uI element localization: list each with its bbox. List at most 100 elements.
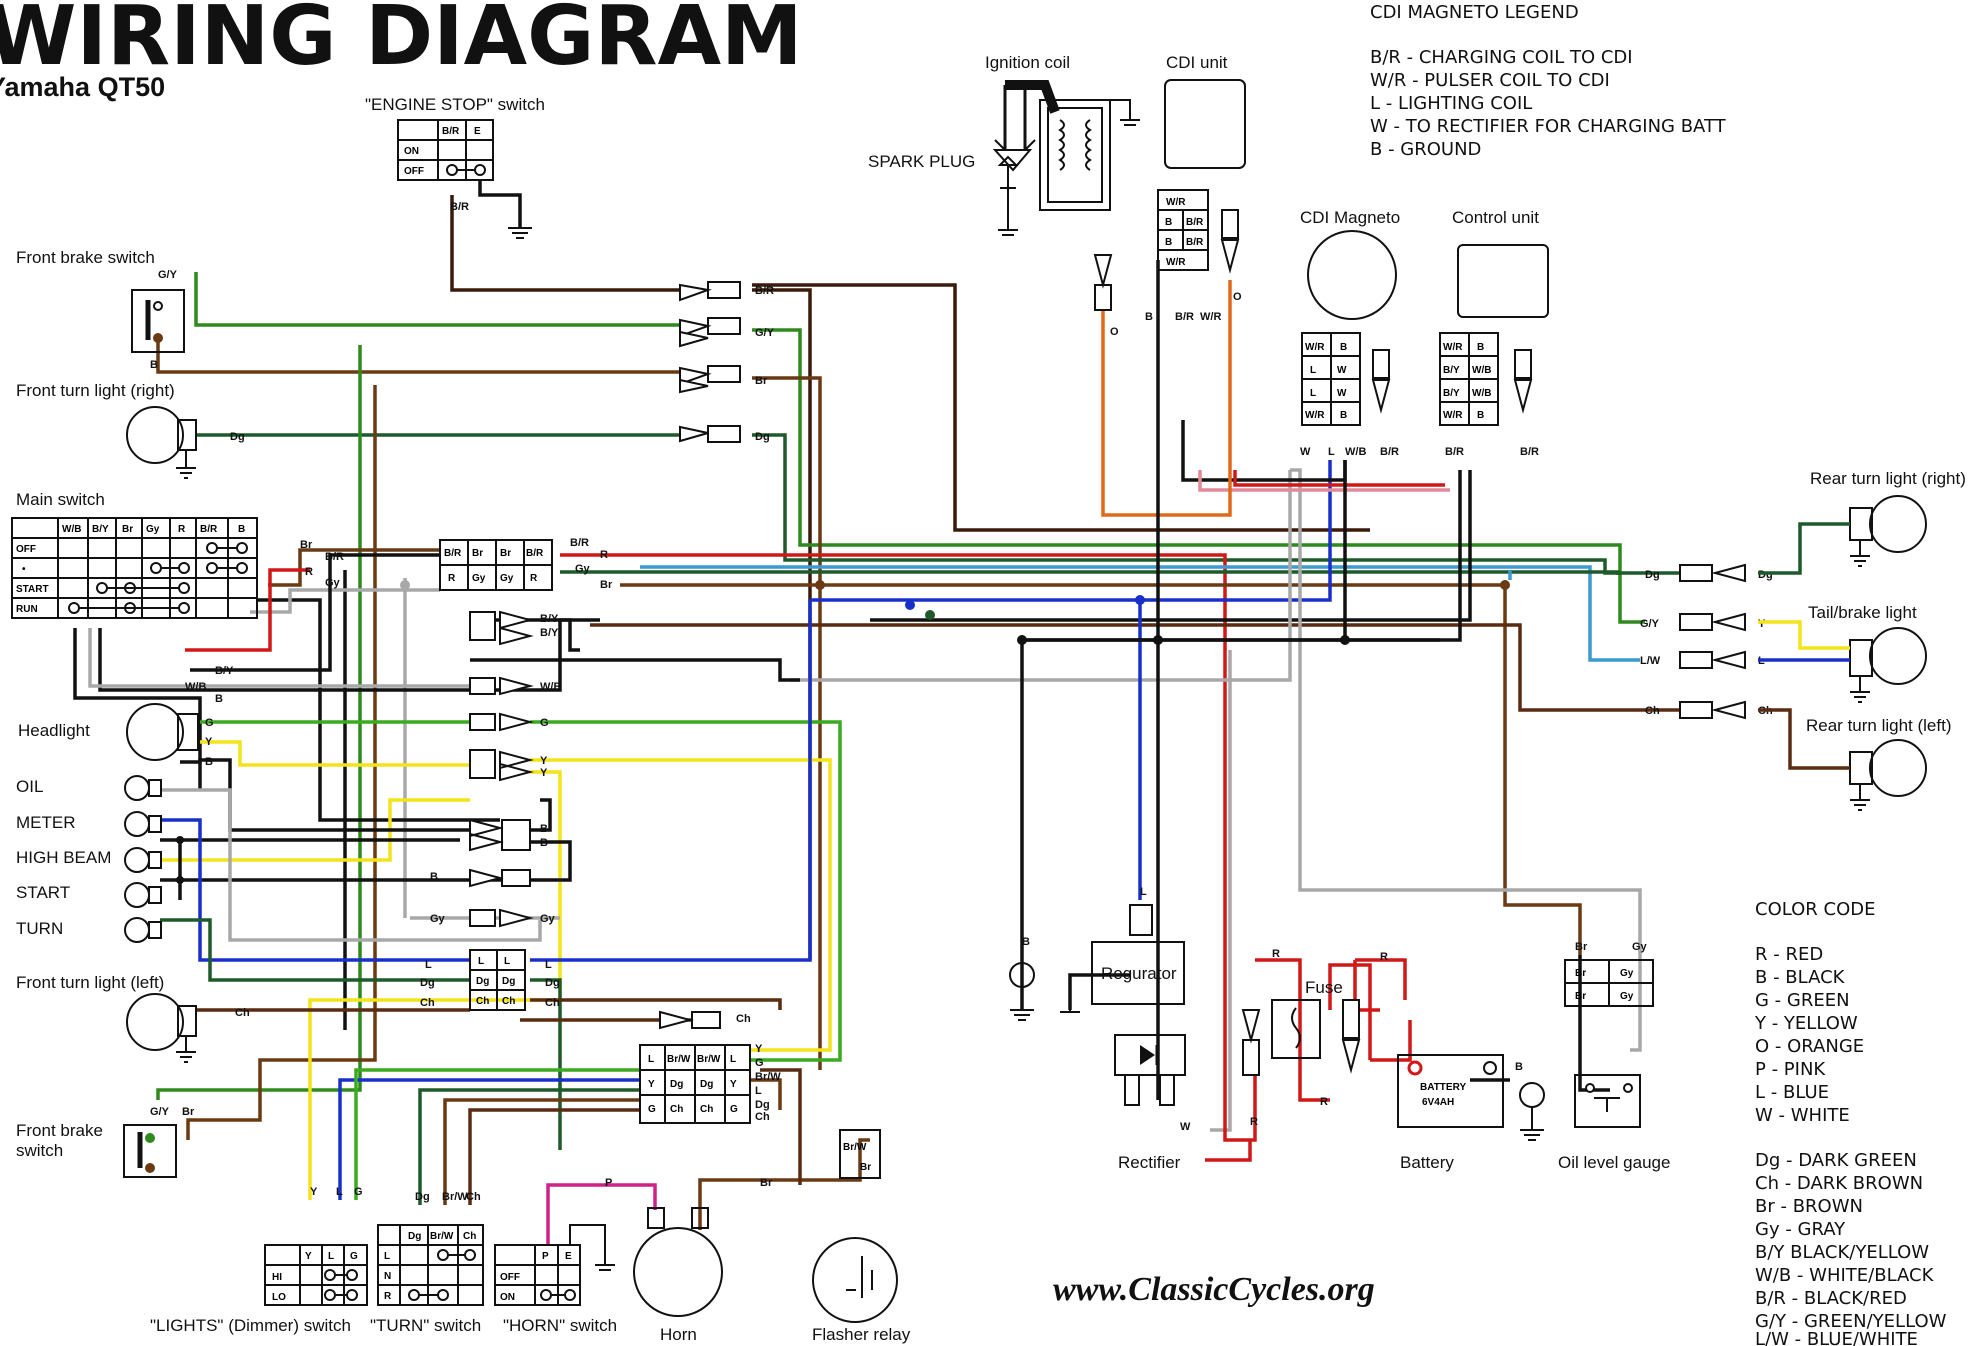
cdi-unit: CDI unit W/R B B/R B B/R W/R bbox=[1157, 53, 1246, 271]
svg-text:Y: Y bbox=[1758, 618, 1766, 630]
svg-text:W/B: W/B bbox=[185, 681, 206, 693]
svg-text:B: B bbox=[1145, 311, 1153, 323]
svg-text:W/B: W/B bbox=[540, 681, 561, 693]
svg-text:L: L bbox=[755, 1085, 762, 1097]
svg-text:Tail/brake light: Tail/brake light bbox=[1808, 603, 1917, 622]
svg-text:Ch: Ch bbox=[670, 1104, 683, 1115]
svg-text:L: L bbox=[504, 956, 510, 967]
svg-text:Y: Y bbox=[755, 1043, 763, 1055]
svg-text:P: P bbox=[605, 1177, 612, 1189]
svg-text:L: L bbox=[478, 956, 484, 967]
svg-text:6V4AH: 6V4AH bbox=[1422, 1097, 1454, 1108]
svg-text:B: B bbox=[238, 524, 245, 535]
svg-text:O: O bbox=[1110, 326, 1119, 338]
svg-text:P - PINK: P - PINK bbox=[1755, 1059, 1826, 1080]
svg-text:L/W: L/W bbox=[1640, 655, 1661, 667]
svg-text:W/B: W/B bbox=[1472, 388, 1491, 399]
svg-text:W: W bbox=[1300, 446, 1311, 458]
svg-text:Oil level gauge: Oil level gauge bbox=[1558, 1153, 1670, 1172]
svg-text:Rear turn light (right): Rear turn light (right) bbox=[1810, 469, 1966, 488]
svg-text:L: L bbox=[328, 1251, 334, 1262]
svg-text:Dg: Dg bbox=[700, 1079, 713, 1090]
svg-text:Ch: Ch bbox=[736, 1013, 751, 1025]
svg-text:Rectifier: Rectifier bbox=[1118, 1153, 1181, 1172]
svg-text:W: W bbox=[1337, 365, 1347, 376]
svg-text:G/Y: G/Y bbox=[150, 1106, 170, 1118]
lights-dimmer-switch: Y L G HI LO "LIGHTS" (Dimmer) switch bbox=[150, 1244, 368, 1335]
svg-text:G: G bbox=[648, 1104, 656, 1115]
svg-text:B/R: B/R bbox=[1175, 311, 1194, 323]
svg-text:R - RED: R - RED bbox=[1755, 944, 1823, 965]
svg-text:Ignition coil: Ignition coil bbox=[985, 53, 1070, 72]
svg-text:R: R bbox=[448, 573, 456, 584]
svg-text:Dg: Dg bbox=[476, 976, 489, 987]
svg-text:CDI Magneto: CDI Magneto bbox=[1300, 208, 1400, 227]
svg-text:ON: ON bbox=[404, 146, 419, 157]
front-turn-light-left: Front turn light (left) bbox=[16, 973, 197, 1063]
svg-text:Front turn light (left): Front turn light (left) bbox=[16, 973, 164, 992]
svg-text:B: B bbox=[430, 871, 438, 883]
svg-text:W/R: W/R bbox=[1443, 342, 1463, 353]
svg-text:BATTERY: BATTERY bbox=[1420, 1082, 1466, 1093]
svg-text:Br/W: Br/W bbox=[697, 1054, 721, 1065]
svg-text:Gy: Gy bbox=[146, 524, 160, 535]
svg-text:Gy: Gy bbox=[472, 573, 486, 584]
svg-text:B/R: B/R bbox=[450, 201, 469, 213]
svg-text:Dg: Dg bbox=[408, 1231, 421, 1242]
svg-text:"ENGINE STOP" switch: "ENGINE STOP" switch bbox=[365, 95, 545, 114]
svg-text:Gy - GRAY: Gy - GRAY bbox=[1755, 1219, 1846, 1240]
rectifier: Rectifier bbox=[1114, 1034, 1186, 1172]
svg-text:G/Y: G/Y bbox=[755, 327, 775, 339]
svg-text:HI: HI bbox=[272, 1272, 282, 1283]
svg-text:B: B bbox=[1165, 237, 1172, 248]
svg-text:Br: Br bbox=[1575, 991, 1586, 1002]
turn-switch: Dg Br/W Ch L N R "TURN" switch bbox=[370, 1224, 484, 1335]
svg-text:Dg: Dg bbox=[670, 1079, 683, 1090]
wires bbox=[73, 195, 1680, 1245]
svg-text:ON: ON bbox=[500, 1292, 515, 1303]
svg-text:Gy: Gy bbox=[540, 913, 556, 925]
svg-text:Gy: Gy bbox=[1632, 941, 1648, 953]
front-brake-switch-bottom: Front brake switch bbox=[16, 1121, 177, 1178]
svg-text:Br: Br bbox=[860, 1162, 871, 1173]
svg-text:•: • bbox=[22, 564, 26, 575]
svg-text:B/R: B/R bbox=[444, 548, 462, 559]
svg-text:G: G bbox=[730, 1104, 738, 1115]
svg-text:Dg: Dg bbox=[230, 431, 245, 443]
color-code-legend: COLOR CODE R - RED B - BLACK G - GREEN Y… bbox=[1754, 899, 1947, 1346]
svg-text:W - WHITE: W - WHITE bbox=[1755, 1105, 1850, 1126]
svg-text:Regurator: Regurator bbox=[1101, 964, 1177, 983]
regulator: Regurator bbox=[1060, 904, 1185, 1013]
svg-text:B: B bbox=[150, 359, 158, 371]
svg-text:B/Y: B/Y bbox=[215, 665, 234, 677]
svg-text:Battery: Battery bbox=[1400, 1153, 1454, 1172]
svg-text:B: B bbox=[1340, 342, 1347, 353]
svg-text:B: B bbox=[1340, 410, 1347, 421]
svg-text:G - GREEN: G - GREEN bbox=[1755, 990, 1850, 1011]
svg-text:G: G bbox=[540, 717, 549, 729]
svg-text:E: E bbox=[565, 1251, 572, 1262]
svg-text:L: L bbox=[425, 959, 432, 971]
svg-text:Gy: Gy bbox=[575, 563, 591, 575]
svg-text:B/Y: B/Y bbox=[540, 627, 559, 639]
svg-text:Y: Y bbox=[540, 755, 548, 767]
svg-text:Gy: Gy bbox=[430, 913, 446, 925]
svg-text:"HORN" switch: "HORN" switch bbox=[503, 1316, 617, 1335]
svg-text:Br: Br bbox=[755, 375, 768, 387]
svg-text:Br: Br bbox=[300, 539, 313, 551]
svg-text:Br/W: Br/W bbox=[430, 1231, 454, 1242]
flasher-relay: Br/W Br Flasher relay bbox=[812, 1129, 911, 1344]
oil-level-gauge: Br Gy Br Gy Oil level gauge bbox=[1558, 959, 1670, 1172]
svg-text:W - TO RECTIFIER FOR CHARGING: W - TO RECTIFIER FOR CHARGING BATT bbox=[1370, 116, 1727, 137]
svg-text:E: E bbox=[474, 126, 481, 137]
svg-text:B - BLACK: B - BLACK bbox=[1755, 967, 1846, 988]
svg-text:TURN: TURN bbox=[16, 919, 63, 938]
svg-text:W/R - PULSER COIL TO CDI: W/R - PULSER COIL TO CDI bbox=[1370, 70, 1610, 91]
svg-text:R: R bbox=[600, 549, 608, 561]
svg-text:OFF: OFF bbox=[500, 1272, 520, 1283]
svg-text:Dg: Dg bbox=[545, 977, 560, 989]
svg-text:B/R: B/R bbox=[755, 285, 774, 297]
svg-text:B: B bbox=[1022, 936, 1030, 948]
svg-text:Y: Y bbox=[648, 1079, 655, 1090]
battery: BATTERY 6V4AH Battery bbox=[1397, 1054, 1545, 1172]
